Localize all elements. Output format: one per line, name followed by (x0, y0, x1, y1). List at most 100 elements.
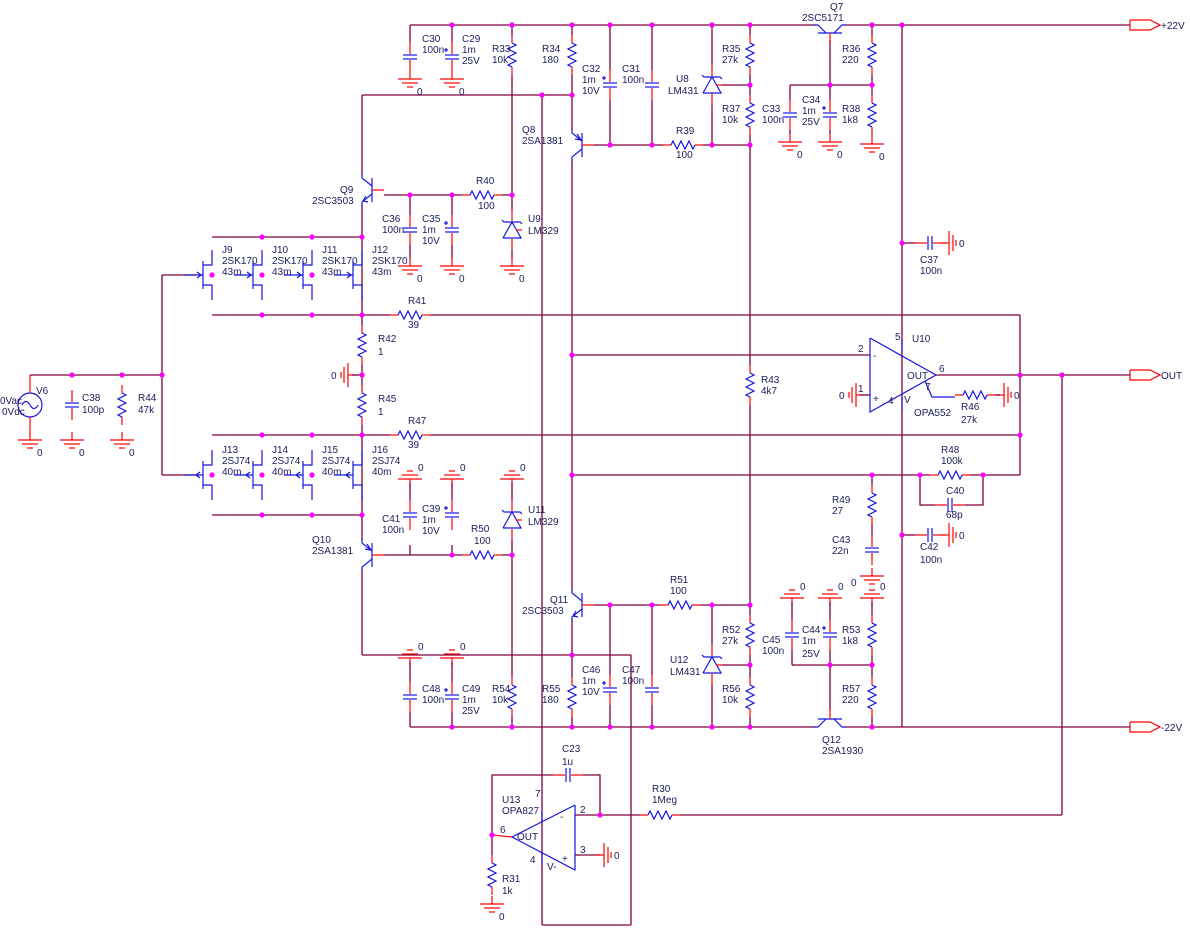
junction-dot (449, 724, 455, 730)
u10-value-label: OPA552 (914, 408, 951, 419)
r34-resistor (566, 42, 578, 68)
junction-dot (407, 192, 413, 198)
ground-label: 0 (614, 851, 620, 862)
c44-rating-label: 25V (802, 649, 820, 660)
u10-pin-label: 7 (925, 382, 931, 393)
r31-ref-label: R31 (502, 874, 521, 885)
ground-label: 0 (129, 448, 135, 459)
j16-rating-label: 40m (372, 467, 391, 478)
junction-dot (569, 724, 575, 730)
ground-label: 0 (800, 582, 806, 593)
r54-value-label: 10k (492, 695, 509, 706)
u13-pin-label: 2 (580, 805, 586, 816)
junction-dot (209, 472, 215, 478)
c46-rating-label: 10V (582, 687, 600, 698)
vpos-port (1129, 19, 1162, 31)
ground-label: 0 (499, 912, 505, 923)
junction-dot (309, 512, 315, 518)
c49-rating-label: 25V (462, 706, 480, 717)
q9-transistor (361, 174, 373, 187)
c38-value-label: 100p (82, 405, 105, 416)
junction-dot (309, 432, 315, 438)
j10-jfet (253, 250, 263, 266)
junction-dot (489, 832, 495, 838)
gate-arrow (245, 471, 251, 479)
junction-dot (649, 602, 655, 608)
c34-ref-label: C34 (802, 95, 821, 106)
r54-ref-label: R54 (492, 684, 511, 695)
r57-resistor (866, 684, 878, 710)
c41-ref-label: C41 (382, 514, 401, 525)
junction-dot (569, 22, 575, 28)
emitter-arrow (574, 133, 583, 141)
u12-zener-diode (701, 654, 723, 660)
r52-value-label: 27k (722, 636, 739, 647)
j12-rating-label: 43m (372, 267, 391, 278)
q12-value-label: 2SA1930 (822, 746, 864, 757)
u10-pin-label: 6 (939, 364, 945, 375)
v6-dc-label: 0Vdc (2, 407, 25, 418)
c48-ref-label: C48 (422, 684, 441, 695)
j12-ref-label: J12 (372, 245, 389, 256)
junction-dot (509, 192, 515, 198)
v6-ref-label: V6 (36, 386, 49, 397)
r52-resistor (744, 622, 756, 648)
c32-rating-label: 10V (582, 86, 600, 97)
j15-jfet (303, 450, 313, 466)
r37-ref-label: R37 (722, 104, 741, 115)
r53-value-label: 1k8 (842, 636, 859, 647)
c47-value-label: 100n (622, 676, 644, 687)
c45-ref-label: C45 (762, 635, 781, 646)
junction-dot (747, 724, 753, 730)
r42-value-label: 1 (378, 347, 384, 358)
r40-resistor (469, 189, 495, 201)
r33-value-label: 10k (492, 55, 509, 66)
r50-resistor (469, 549, 495, 561)
gate-arrow (246, 271, 252, 279)
r48-value-label: 100k (941, 456, 964, 467)
c43-value-label: 22n (832, 546, 849, 557)
u12-ref-label: U12 (670, 655, 689, 666)
r51-resistor (667, 599, 693, 611)
u10-pin-label: 1 (858, 384, 864, 395)
junction-dot (569, 652, 575, 658)
ground-label: 0 (880, 582, 886, 593)
j14-value-label: 2SJ74 (272, 456, 301, 467)
u13-plus-sign: + (562, 854, 568, 865)
r49-resistor (866, 492, 878, 518)
r57-value-label: 220 (842, 695, 859, 706)
gate-arrow (296, 271, 302, 279)
c46-value-label: 1m (582, 676, 596, 687)
r56-ref-label: R56 (722, 684, 741, 695)
c23-ref-label: C23 (562, 744, 581, 755)
junction-dot (569, 472, 575, 478)
junction-dot (607, 142, 613, 148)
u10-pin7 (924, 380, 955, 398)
ground-label: 0 (520, 463, 526, 474)
c49-value-label: 1m (462, 695, 476, 706)
u10-pin-label: 5 (895, 332, 901, 343)
v6-ac-label: 0Vac (0, 396, 22, 407)
c35-rating-label: 10V (422, 236, 440, 247)
u13-out-label: OUT (517, 832, 538, 843)
r53-resistor (866, 622, 878, 648)
wire (583, 774, 601, 815)
q7-transistor (814, 24, 827, 34)
c41-value-label: 100n (382, 525, 404, 536)
c34-rating-label: 25V (802, 117, 820, 128)
j16-value-label: 2SJ74 (372, 456, 401, 467)
r45-ref-label: R45 (378, 394, 397, 405)
r36-value-label: 220 (842, 55, 859, 66)
q11-transistor (571, 608, 583, 621)
ground-label: 0 (837, 150, 843, 161)
r47-ref-label: R47 (408, 416, 427, 427)
junction-dot (359, 512, 365, 518)
junction-dot (649, 142, 655, 148)
ground-label: 0 (879, 152, 885, 163)
junction-dot (449, 192, 455, 198)
junction-dot (709, 142, 715, 148)
ground-label: 0 (959, 531, 965, 542)
c35-value-label: 1m (422, 225, 436, 236)
r34-ref-label: R34 (542, 44, 561, 55)
